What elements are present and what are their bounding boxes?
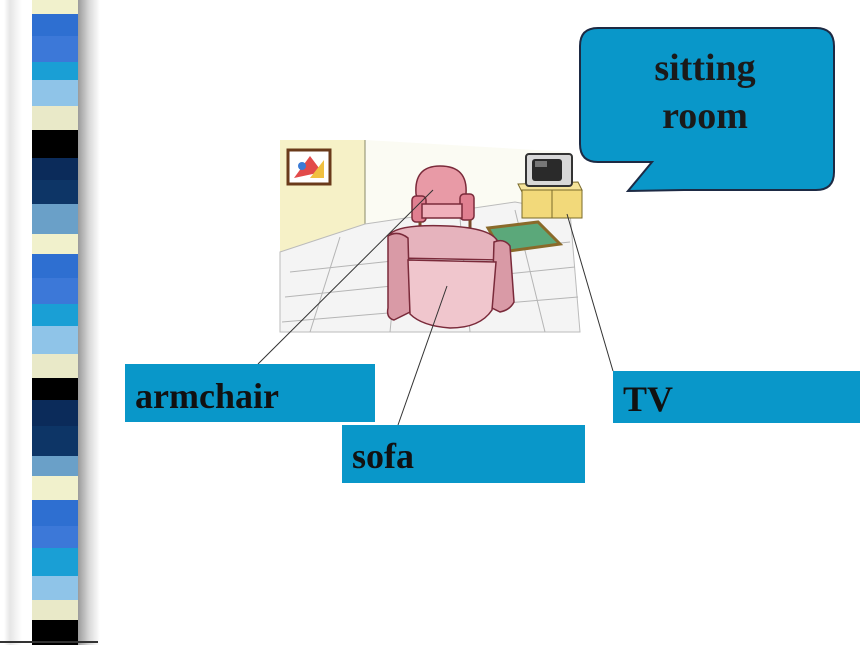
stripe-segment [32, 326, 78, 354]
stripe-segment [32, 526, 78, 548]
label-armchair-text: armchair [135, 376, 279, 416]
stripe-segment [32, 354, 78, 378]
bubble-text: sitting room [580, 44, 830, 140]
bubble-line-1: sitting [654, 47, 756, 89]
stripe-segment [32, 476, 78, 500]
stripe-segment [32, 80, 78, 106]
stripe-segment [32, 204, 78, 234]
stripe-segment [32, 180, 78, 204]
stripe-segment [32, 36, 78, 62]
stripe-base-line [0, 641, 98, 643]
stripe-segment [32, 378, 78, 400]
stripe-segment [32, 576, 78, 600]
stripe-segment [32, 254, 78, 278]
stripe-segment [32, 600, 78, 620]
stripe-segment [32, 426, 78, 456]
sitting-room-illustration [279, 140, 583, 333]
stripe-segment [32, 62, 78, 80]
stripe-segment [32, 500, 78, 526]
speech-bubble [579, 27, 835, 193]
stripe-segment [32, 304, 78, 326]
stripe-segment [32, 548, 78, 576]
stripe-segment [32, 234, 78, 254]
decorative-stripe-bar [0, 0, 100, 645]
stripe-segment [32, 158, 78, 180]
label-tv: TV [613, 371, 860, 423]
stripe-segment [32, 456, 78, 476]
stripe-segment [32, 620, 78, 645]
stripe-shadow [78, 0, 100, 645]
label-sofa: sofa [342, 425, 585, 483]
stripe-column [32, 0, 78, 645]
bubble-line-2: room [662, 95, 748, 137]
stripe-segment [32, 278, 78, 304]
label-sofa-text: sofa [352, 436, 414, 476]
stripe-segment [32, 14, 78, 36]
stripe-segment [32, 400, 78, 426]
stripe-segment [32, 0, 78, 14]
label-armchair: armchair [125, 364, 375, 422]
label-tv-text: TV [623, 379, 674, 419]
stripe-segment [32, 130, 78, 158]
stripe-segment [32, 106, 78, 130]
